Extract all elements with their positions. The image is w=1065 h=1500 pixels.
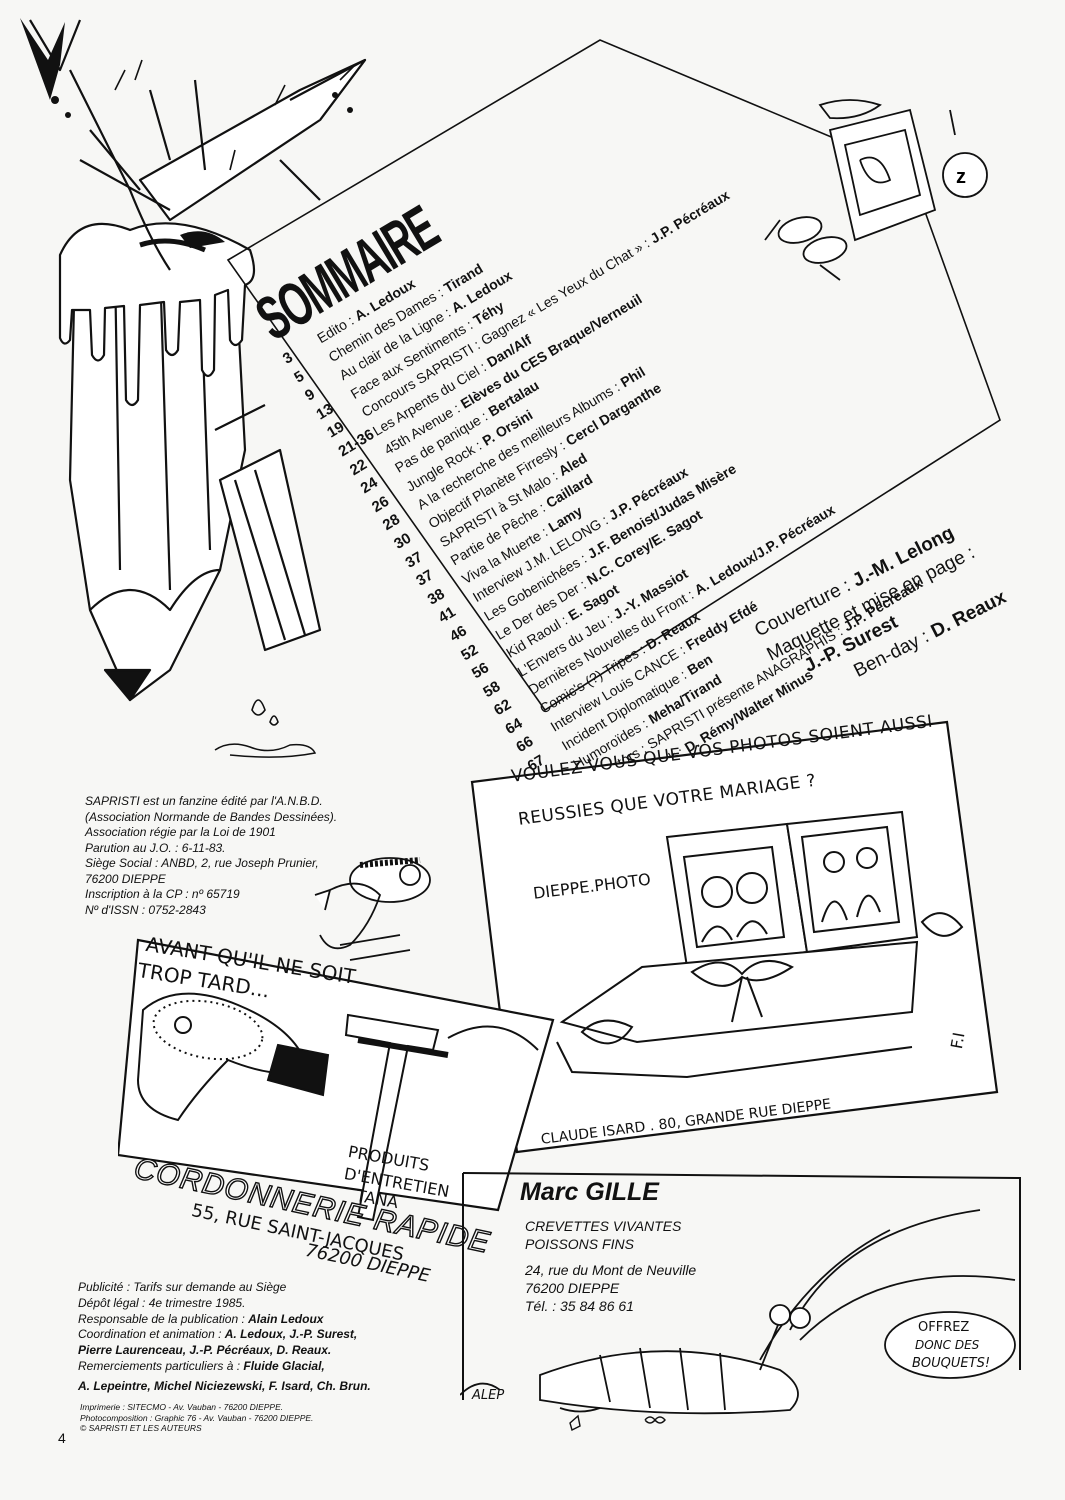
marc-phone: Tél. : 35 84 86 61 [525, 1298, 634, 1314]
sommaire-frame [226, 39, 1001, 712]
printer-line: Imprimerie : SITECMO - Av. Vauban - 7620… [80, 1402, 284, 1412]
info-line: Parution au J.O. : 6-11-83. [85, 840, 226, 855]
publi-line: Responsable de la publication : Alain Le… [78, 1311, 324, 1326]
info-line: Association régie par la Loi de 1901 [85, 825, 276, 839]
pencil-illustration [20, 18, 367, 726]
page-number: 4 [58, 1430, 66, 1446]
publi-line: Remerciements particuliers à : Fluide Gl… [78, 1358, 325, 1373]
marc-signature: ALEP [472, 1388, 505, 1403]
bubble-line-1: OFFREZ [918, 1320, 970, 1335]
publi-line: Coordination et animation : A. Ledoux, J… [78, 1327, 358, 1342]
photo-signature: F.I [947, 1030, 969, 1051]
publi-line: Pierre Laurenceau, J.-P. Pécréaux, D. Re… [78, 1343, 332, 1358]
rat-illustration [314, 857, 431, 961]
reader-feet-illustration: z [764, 99, 988, 281]
marc-gille-name: Marc GILLE [520, 1178, 659, 1206]
info-line: 76200 DIEPPE [85, 871, 166, 886]
marc-address-2: 76200 DIEPPE [525, 1280, 620, 1296]
marc-line-1: CREVETTES VIVANTES [525, 1218, 682, 1234]
printer-line: Photocomposition : Graphic 76 - Av. Vaub… [80, 1412, 314, 1423]
cordonnerie-frame [118, 938, 555, 1222]
info-line: Nº d'ISSN : 0752-2843 [85, 902, 206, 917]
info-line: (Association Normande de Bandes Dessinée… [85, 809, 338, 824]
svg-text:z: z [956, 166, 966, 188]
printer-line: © SAPRISTI ET LES AUTEURS [80, 1423, 202, 1433]
publication-info: SAPRISTI est un fanzine édité par l'A.N.… [85, 794, 385, 918]
legal-mentions: Publicité : Tarifs sur demande au Siège … [78, 1280, 458, 1395]
info-line: SAPRISTI est un fanzine édité par l'A.N.… [85, 794, 323, 808]
info-line: Siège Social : ANBD, 2, rue Joseph Pruni… [85, 856, 319, 870]
publi-line: Dépôt légal : 4e trimestre 1985. [78, 1295, 246, 1310]
doodle-marks [569, 1414, 666, 1432]
marc-gille-advert: Marc GILLE CREVETTES VIVANTES POISSONS F… [460, 1170, 1025, 1420]
cordonnerie-advert: AVANT QU'IL NE SOIT TROP TARD... PRODUIT… [118, 920, 558, 1250]
bubble-line-2: DONC DES [915, 1338, 980, 1352]
credits-block: Couverture : J.-M. Lelong Maquette et mi… [740, 460, 1060, 690]
marc-line-2: POISSONS FINS [525, 1236, 634, 1252]
info-line: Inscription à la CP : nº 65719 [85, 887, 240, 901]
marc-gille-frame [460, 1172, 1021, 1415]
publi-line: Publicité : Tarifs sur demande au Siège [78, 1280, 287, 1294]
marc-address-1: 24, rue du Mont de Neuville [525, 1262, 697, 1278]
bubble-line-3: BOUQUETS! [912, 1356, 991, 1371]
publi-line: A. Lepeintre, Michel Niciezewski, F. Isa… [78, 1378, 371, 1393]
printer-info: Imprimerie : SITECMO - Av. Vauban - 7620… [80, 1402, 380, 1434]
squiggle-drawing [214, 743, 317, 758]
